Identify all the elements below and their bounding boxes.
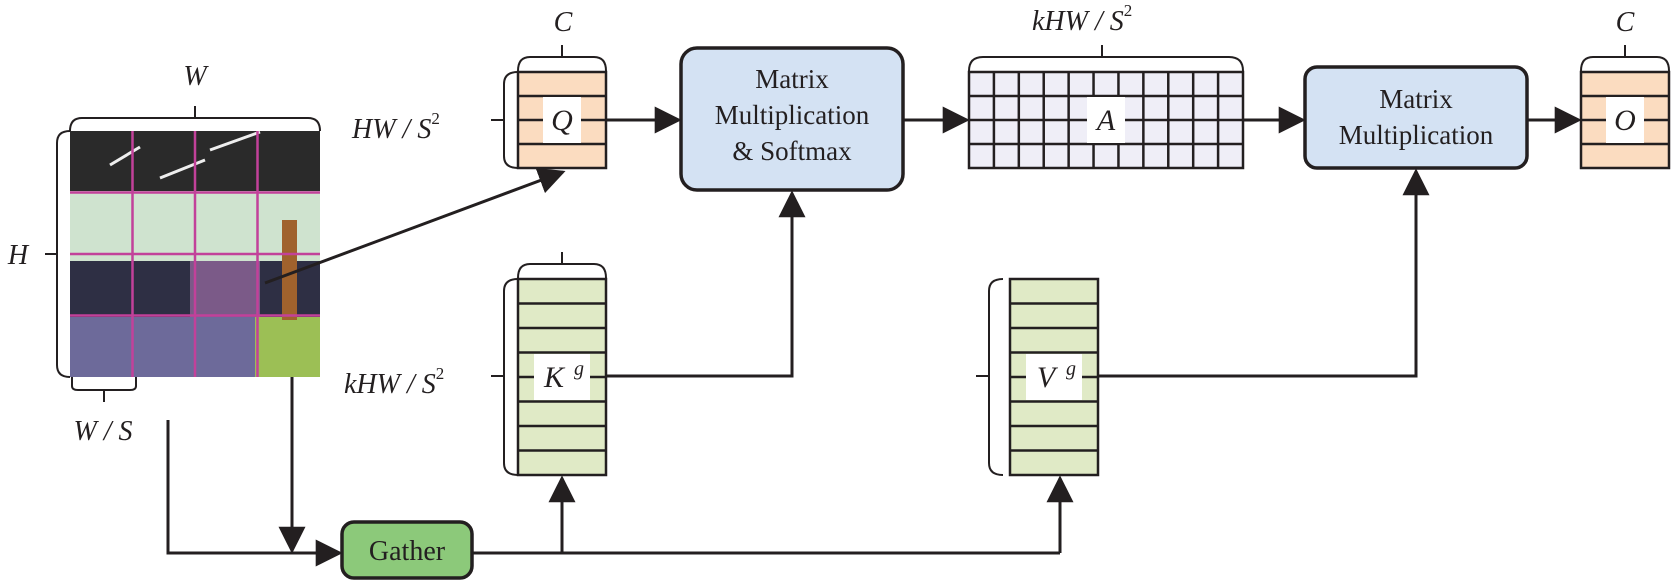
attention-top-label-main: kHW / S — [1032, 6, 1124, 37]
image-light-1 — [109, 145, 141, 167]
matrix-symbol: V — [1037, 361, 1059, 394]
query-side-label-main: HW / S — [351, 114, 431, 145]
matrix-symbol-sup: g — [1066, 358, 1076, 380]
output-top-label: C — [1616, 7, 1635, 38]
matrix-symbol: K — [543, 361, 566, 394]
matrix-symbol: O — [1614, 104, 1636, 137]
key-width-brace — [517, 263, 607, 279]
matrix-label-bg — [543, 97, 581, 143]
attention-top-label: kHW / S2 — [1032, 1, 1132, 37]
key-side-label-sup: 2 — [436, 364, 445, 383]
height-brace — [56, 130, 71, 378]
matmul-rect — [1303, 65, 1529, 170]
query-matrix: Q — [516, 70, 608, 170]
width-label: W — [183, 61, 209, 92]
image-light-2 — [159, 158, 206, 180]
key-side-label: kHW / S2 — [344, 364, 444, 400]
height-label: H — [7, 240, 30, 271]
input-image — [70, 130, 320, 377]
attention-matrix: A — [967, 70, 1245, 170]
image-to-query-arrow — [264, 167, 566, 285]
attention-top-label-sup: 2 — [1124, 1, 1133, 20]
matmul-line1: Matrix — [1379, 84, 1453, 114]
attention-width-brace — [968, 56, 1244, 72]
width-brace — [69, 117, 321, 132]
gather-label: Gather — [369, 536, 446, 567]
query-top-label: C — [554, 7, 573, 38]
patch-label: W / S — [73, 416, 132, 447]
matmul-softmax-line3: & Softmax — [732, 136, 852, 166]
image-teacher — [282, 220, 297, 320]
matrix-symbol: Q — [551, 104, 573, 137]
gather-box: Gather — [340, 520, 474, 580]
key-to-matmul-softmax-arrow — [606, 190, 806, 378]
image-highlight-patch — [190, 261, 260, 317]
key-side-label-main: kHW / S — [344, 369, 436, 400]
matrix-label-bg — [1087, 97, 1125, 143]
query-height-brace — [503, 71, 519, 169]
connectors — [166, 106, 1582, 567]
query-side-label-sup: 2 — [431, 109, 440, 128]
matrix-label-bg — [534, 354, 590, 400]
output-matrix: O — [1579, 70, 1671, 170]
value-height-brace — [988, 278, 1004, 476]
matrix-symbol: A — [1095, 104, 1116, 137]
query-side-label: HW / S2 — [351, 109, 440, 145]
matrix-symbol-sup: g — [574, 358, 584, 380]
key-height-brace — [503, 278, 519, 476]
output-width-brace — [1580, 56, 1670, 72]
matmul-line2: Multiplication — [1339, 120, 1494, 150]
matrix-label-bg — [1606, 97, 1644, 143]
matmul-box: Matrix Multiplication — [1303, 65, 1529, 170]
patch-brace — [71, 377, 137, 391]
image-to-gather-arrow — [166, 420, 343, 567]
image-grid — [70, 131, 320, 377]
matrix-label-bg — [1026, 354, 1082, 400]
image-floor — [255, 317, 320, 377]
image-light-3 — [209, 130, 261, 152]
matmul-softmax-line2: Multiplication — [715, 100, 870, 130]
value-to-matmul-arrow — [1098, 168, 1430, 378]
query-width-brace — [517, 56, 607, 72]
matmul-softmax-box: Matrix Multiplication & Softmax — [679, 46, 905, 192]
matmul-softmax-line1: Matrix — [755, 64, 829, 94]
